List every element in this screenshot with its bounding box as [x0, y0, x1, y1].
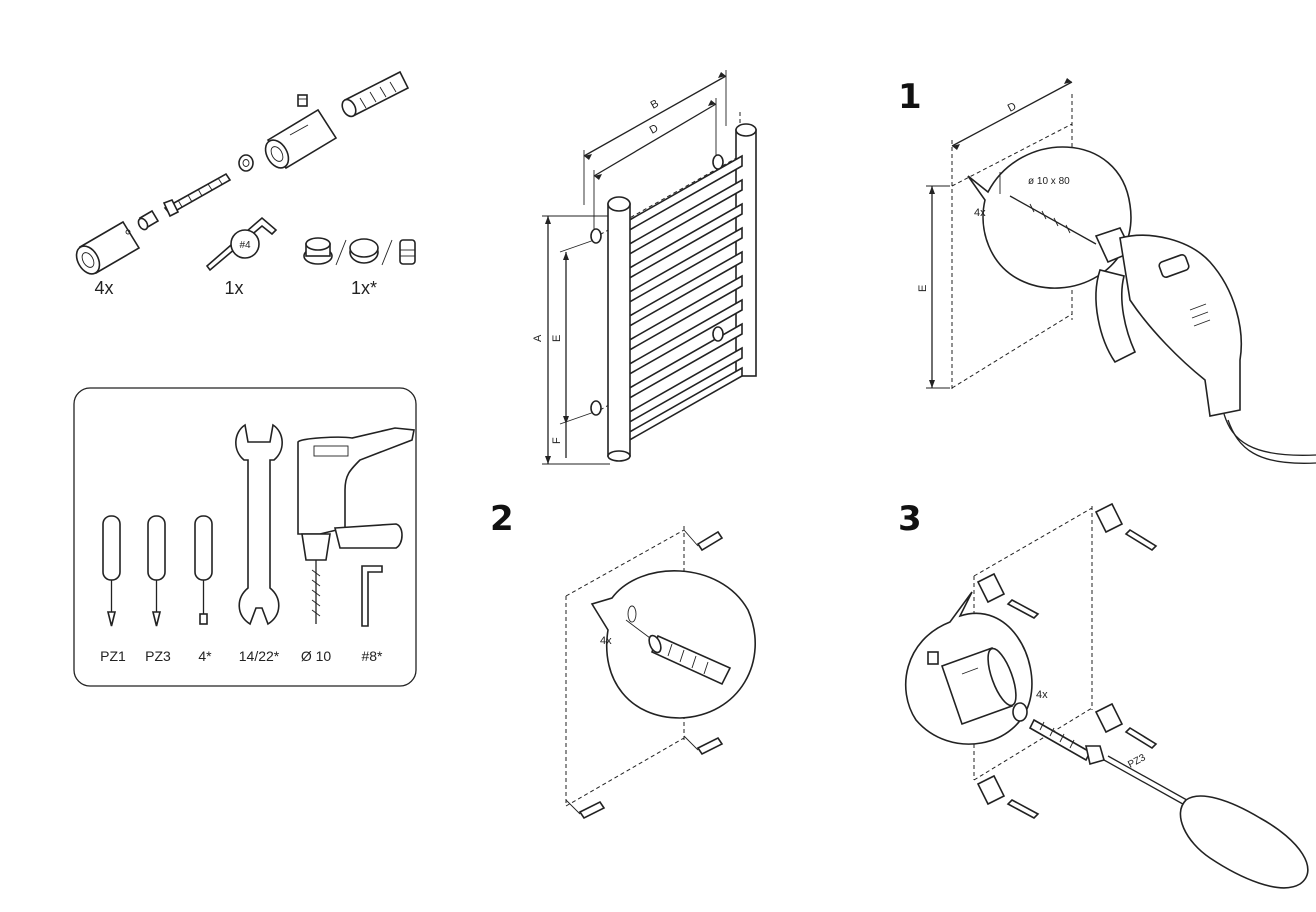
step-1-number: 1 [898, 77, 922, 117]
step-3: 3 4x [898, 499, 1309, 889]
short-sleeve-icon [75, 220, 141, 275]
dim-a-label: A [532, 334, 544, 342]
dim-d-label: D [648, 122, 661, 136]
sleeve-tube-icon [264, 108, 338, 170]
radiator-brackets [590, 154, 724, 416]
screw-icon [162, 172, 232, 218]
step-2-number: 2 [490, 499, 514, 539]
tool-label-flat: 4* [198, 648, 212, 664]
valves-quantity: 1x* [351, 278, 377, 298]
washer-icon [238, 154, 254, 172]
valve-icon [303, 237, 416, 266]
parts-group: #4 4x 1x 1x* [75, 70, 416, 298]
dim-f-label: F [551, 437, 563, 444]
tool-label-wrench: 14/22* [239, 648, 280, 664]
tool-label-allen: #8* [361, 648, 383, 664]
key-quantity: 1x [224, 278, 243, 298]
wall-plug-large-icon [625, 605, 732, 686]
hex-key-icon: #4 [205, 216, 278, 272]
wall-plug-icon [341, 70, 410, 118]
dim-b-label: B [649, 98, 661, 112]
drill-tool-icon [297, 427, 415, 624]
tool-label-pz3: PZ3 [145, 648, 171, 664]
sleeve-detail-icon [927, 646, 1017, 726]
brackets-quantity: 4x [94, 278, 113, 298]
grub-screw-icon [297, 94, 308, 107]
radiator-drawing: B D A E F [532, 70, 757, 465]
allen-key-icon [361, 565, 383, 627]
screwdriver-flat-icon [194, 515, 213, 625]
step-3-quantity: 4x [1036, 689, 1048, 701]
screwdriver-pz1-icon [102, 515, 121, 627]
screwdriver-pz3-icon [147, 515, 166, 627]
corner-plugs [565, 529, 724, 820]
power-drill-icon [1094, 227, 1316, 464]
step-2-quantity: 4x [600, 635, 612, 647]
screwdriver-large-icon: PZ3 [1103, 752, 1309, 889]
step-2: 2 4x [490, 499, 756, 820]
key-badge: #4 [239, 240, 251, 251]
tool-label-drill: Ø 10 [301, 648, 332, 664]
drill-size-label: ø 10 x 80 [1028, 176, 1070, 187]
tool-label-pz1: PZ1 [100, 648, 126, 664]
dim-e-label: E [551, 335, 563, 342]
step-3-number: 3 [898, 499, 922, 539]
step-1: 1 D E ø 10 x 80 4x [898, 77, 1316, 464]
screwdriver-label: PZ3 [1126, 752, 1148, 771]
step-1-dim-e: E [917, 285, 929, 292]
step-1-dim-d: D [1006, 100, 1019, 114]
spacer-icon [137, 209, 160, 231]
wrench-icon [235, 423, 283, 626]
tool-labels: PZ1 PZ3 4* 14/22* Ø 10 #8* [100, 648, 383, 664]
tools-panel: PZ1 PZ3 4* 14/22* Ø 10 #8* [73, 387, 417, 687]
radiator-bars [625, 154, 743, 444]
corner-brackets [976, 502, 1158, 819]
step-1-quantity: 4x [974, 207, 986, 219]
